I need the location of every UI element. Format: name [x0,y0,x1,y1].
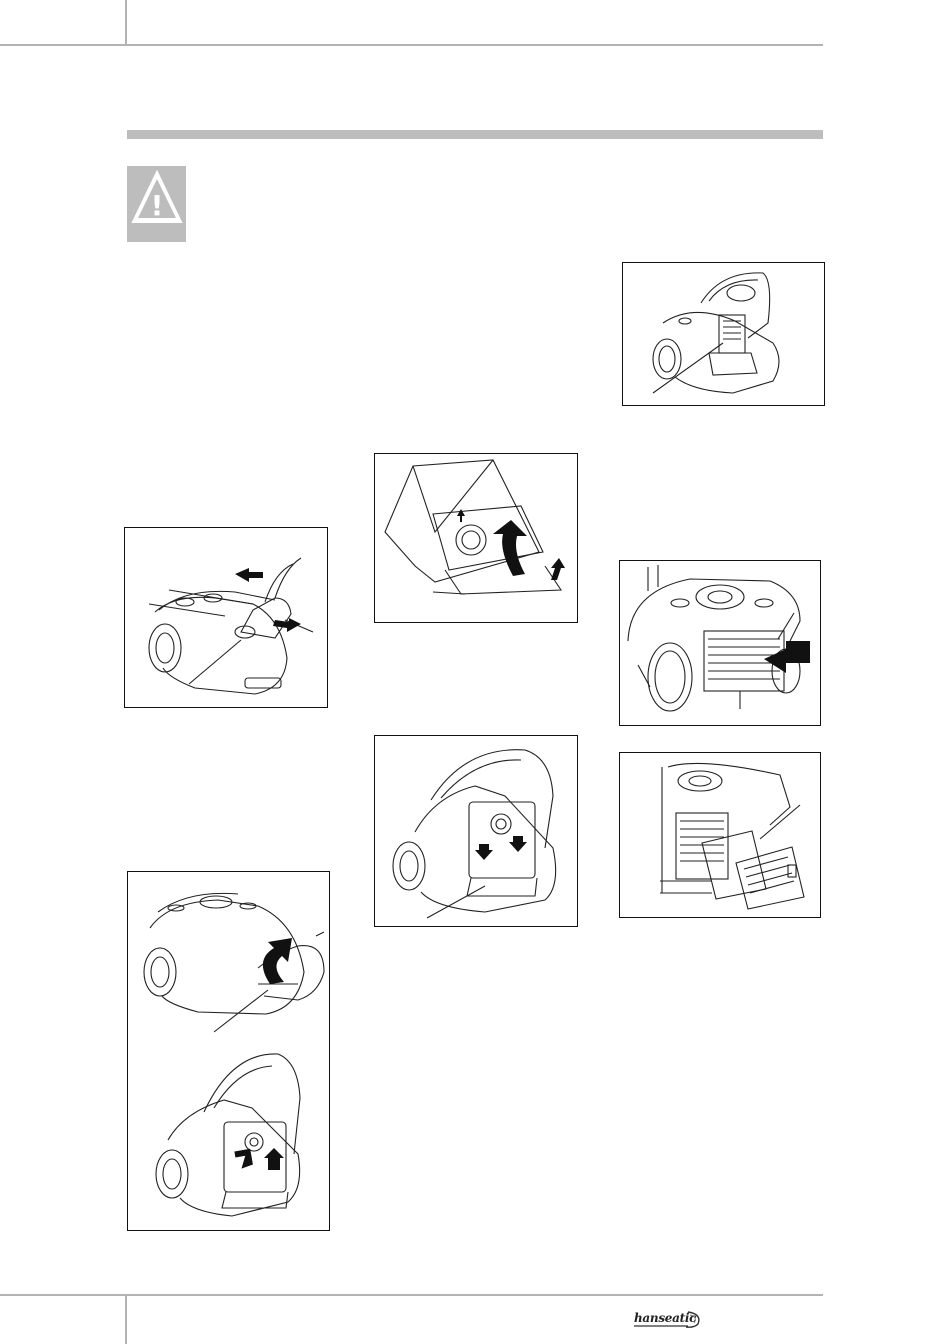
top-margin-rule [125,0,127,46]
brand-logo: hanseatic [632,1308,704,1330]
figure-lid-open-bag-remove [127,871,330,1231]
bottom-rule [0,1294,823,1296]
vacuum-bag-install-illustration [375,736,579,928]
exhaust-filter-release-illustration [620,561,822,727]
svg-text:!: ! [151,189,164,222]
vacuum-hose-release-illustration [125,528,329,709]
section-header-bar [127,130,823,139]
top-rule [0,44,823,46]
figure-bag-install [374,735,578,927]
figure-exhaust-filter-replace [619,752,821,918]
vacuum-lid-open-bag-remove-illustration [128,872,331,1232]
warning-triangle-icon: ! [131,170,183,226]
warning-box: ! [127,166,186,242]
logo-text: hanseatic [634,1311,696,1325]
exhaust-filter-replace-illustration [620,753,822,919]
figure-filter-insert [622,262,825,406]
figure-hose-detach [124,527,328,708]
figure-dust-bag [374,453,578,623]
dust-bag-illustration [375,454,579,624]
bottom-margin-rule [125,1294,127,1344]
vacuum-filter-insert-illustration [623,263,826,407]
figure-exhaust-filter-release [619,560,821,726]
